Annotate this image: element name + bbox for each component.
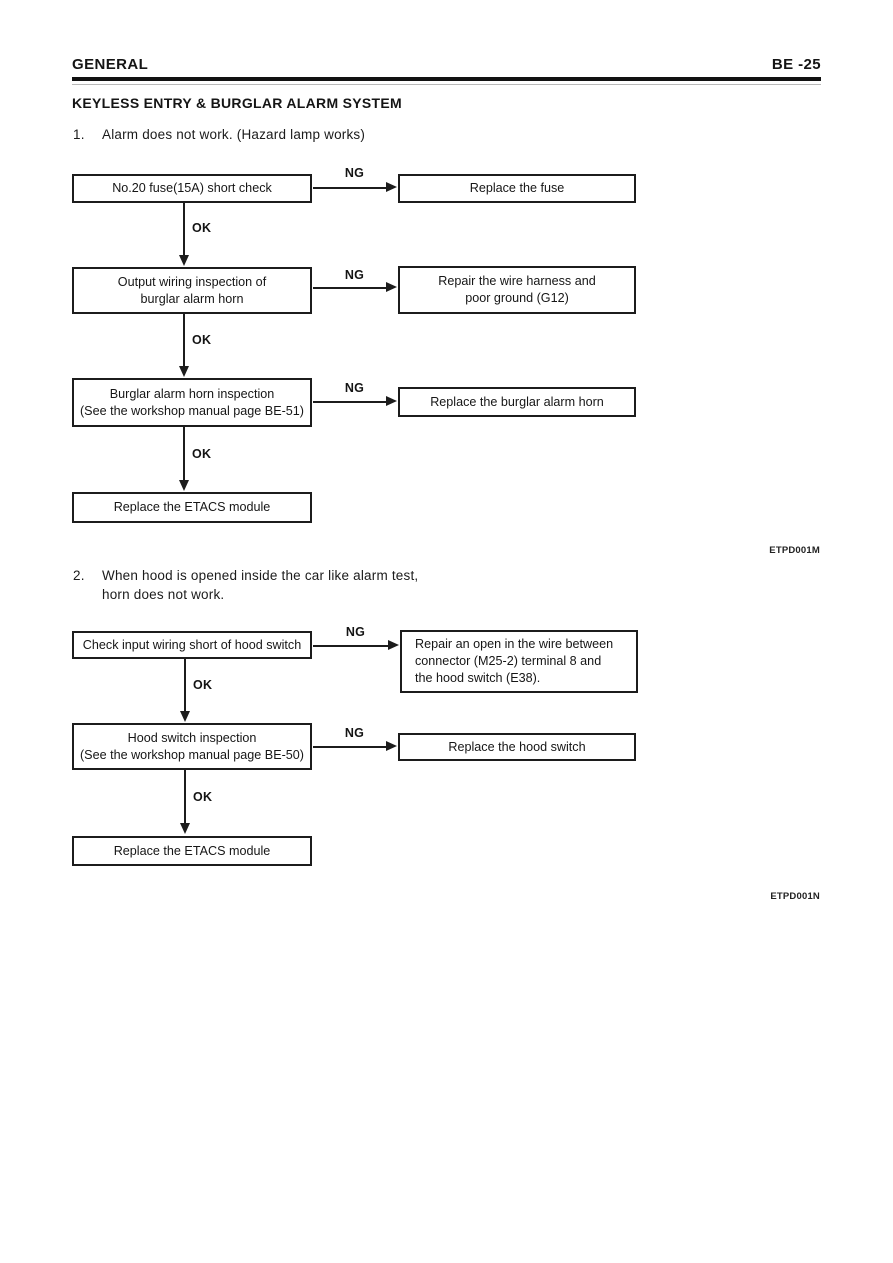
flow1-step1-ok-line xyxy=(183,203,185,256)
flow1-step3-ng-line xyxy=(313,401,387,403)
flow2-step2-ok-label: OK xyxy=(193,790,213,804)
flow2-step2-ng-arrow-icon xyxy=(386,741,397,751)
flow2-step2-check-text-line2: (See the workshop manual page BE-50) xyxy=(79,747,305,762)
flow2-figure-code: ETPD001N xyxy=(770,891,820,902)
flow1-step2-ng-line xyxy=(313,287,387,289)
flow2-step2-ok-arrow-icon xyxy=(180,823,190,834)
flow2-step1-remedy-text-line3: the hood switch (E38). xyxy=(415,671,541,685)
problem1-statement: Alarm does not work. (Hazard lamp works) xyxy=(102,127,366,142)
flow1-step2-ok-label: OK xyxy=(192,333,212,347)
flow1-step2-ok-arrow-icon xyxy=(179,366,189,377)
flow1-step2-check-box: Output wiring inspection of burglar alar… xyxy=(72,267,312,314)
flow1-step3-check-text-line2: (See the workshop manual page BE-51) xyxy=(79,403,305,418)
flow2-step1-ng-arrow-icon xyxy=(388,640,399,650)
flow1-step2-remedy-box: Repair the wire harness and poor ground … xyxy=(398,266,636,314)
flow2-step1-remedy-text-line1: Repair an open in the wire between xyxy=(415,637,614,651)
flow1-step3-ok-arrow-icon xyxy=(179,480,189,491)
flow2-final-box: Replace the ETACS module xyxy=(72,836,312,866)
flow2-step1-check-text: Check input wiring short of hood switch xyxy=(82,637,302,652)
flow1-step1-check-text: No.20 fuse(15A) short check xyxy=(112,181,272,195)
header-section-title: GENERAL xyxy=(72,56,149,73)
problem2-statement-line1: When hood is opened inside the car like … xyxy=(102,568,419,583)
flow2-step2-check-text-line1: Hood switch inspection xyxy=(127,730,257,745)
flow2-step1-ok-line xyxy=(184,659,186,711)
flow1-step1-check-box: No.20 fuse(15A) short check xyxy=(72,174,312,203)
flow2-step2-remedy-box: Replace the hood switch xyxy=(398,733,636,761)
flow2-step2-ok-line xyxy=(184,770,186,823)
flow2-step1-remedy-box: Repair an open in the wire between conne… xyxy=(400,630,638,693)
problem1-number: 1. xyxy=(73,127,85,142)
flow2-step2-ng-label: NG xyxy=(344,726,365,740)
flow1-step1-ng-label: NG xyxy=(344,166,365,180)
flow1-step1-remedy-text: Replace the fuse xyxy=(469,181,565,195)
flow2-step1-ng-label: NG xyxy=(345,625,366,639)
flow2-step1-ok-label: OK xyxy=(193,678,213,692)
flow2-step2-remedy-text: Replace the hood switch xyxy=(448,739,586,754)
flow1-step3-ng-arrow-icon xyxy=(386,396,397,406)
flow1-step2-check-text-line1: Output wiring inspection of xyxy=(117,274,267,289)
flow2-step1-remedy-text-line2: connector (M25-2) terminal 8 and xyxy=(415,654,602,668)
problem2-number: 2. xyxy=(73,568,85,583)
flow2-step1-ok-arrow-icon xyxy=(180,711,190,722)
flow1-step2-ok-line xyxy=(183,314,185,366)
flow1-step1-ng-arrow-icon xyxy=(386,182,397,192)
flow1-step2-remedy-text-line2: poor ground (G12) xyxy=(465,291,569,305)
flow1-figure-code: ETPD001M xyxy=(769,545,820,556)
flow1-step3-ok-line xyxy=(183,427,185,480)
flow1-step3-remedy-text: Replace the burglar alarm horn xyxy=(430,394,604,409)
flow1-step1-ng-line xyxy=(313,187,387,189)
flow1-step2-remedy-text-line1: Repair the wire harness and xyxy=(438,274,596,288)
flow2-final-text: Replace the ETACS module xyxy=(113,843,271,858)
page-title: KEYLESS ENTRY & BURGLAR ALARM SYSTEM xyxy=(72,95,402,111)
flow1-step3-remedy-box: Replace the burglar alarm horn xyxy=(398,387,636,417)
flow1-step1-remedy-box: Replace the fuse xyxy=(398,174,636,203)
flow1-final-text: Replace the ETACS module xyxy=(113,500,271,514)
flow2-step2-check-box: Hood switch inspection (See the workshop… xyxy=(72,723,312,770)
flow1-step3-check-text-line1: Burglar alarm horn inspection xyxy=(109,386,275,401)
header-rule xyxy=(72,77,821,81)
problem2-statement-line2: horn does not work. xyxy=(102,587,225,602)
flow1-step1-ok-arrow-icon xyxy=(179,255,189,266)
flow2-step2-ng-line xyxy=(313,746,387,748)
flow2-step1-ng-line xyxy=(313,645,389,647)
flow1-final-box: Replace the ETACS module xyxy=(72,492,312,523)
header-page-number: BE -25 xyxy=(771,56,821,73)
flow1-step3-ng-label: NG xyxy=(344,381,365,395)
header-rule-shadow xyxy=(72,84,821,85)
flow1-step3-ok-label: OK xyxy=(192,447,212,461)
flow2-step1-check-box: Check input wiring short of hood switch xyxy=(72,631,312,659)
flow1-step1-ok-label: OK xyxy=(192,221,212,235)
flow1-step2-ng-arrow-icon xyxy=(386,282,397,292)
flow1-step2-ng-label: NG xyxy=(344,268,365,282)
flow1-step2-check-text-line2: burglar alarm horn xyxy=(140,291,244,306)
flow1-step3-check-box: Burglar alarm horn inspection (See the w… xyxy=(72,378,312,427)
